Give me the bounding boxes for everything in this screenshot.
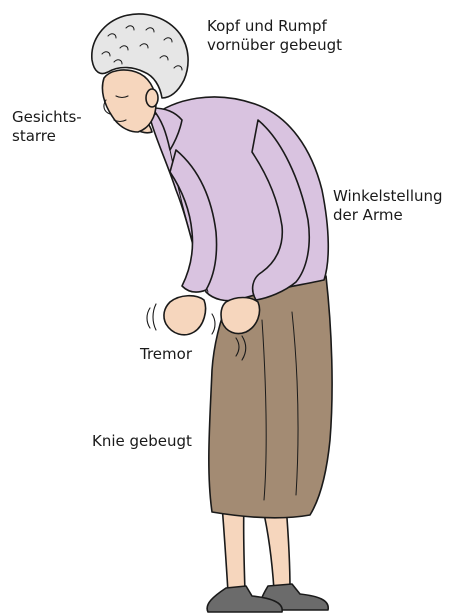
label-knee-text: Knie gebeugt (92, 432, 192, 451)
label-face: Gesichts- starre (12, 108, 82, 146)
label-head-trunk: Kopf und Rumpf vornüber gebeugt (207, 17, 342, 55)
front-hand (164, 296, 206, 335)
label-knee: Knie gebeugt (92, 432, 192, 451)
label-tremor: Tremor (140, 345, 192, 364)
front-leg (222, 505, 245, 592)
tremor-marks-left (147, 304, 156, 330)
label-head-trunk-line2: vornüber gebeugt (207, 36, 342, 55)
label-face-line1: Gesichts- (12, 108, 82, 127)
label-arms-line1: Winkelstellung (333, 187, 443, 206)
ear (146, 89, 158, 107)
label-face-line2: starre (12, 127, 82, 146)
label-tremor-text: Tremor (140, 345, 192, 364)
label-arms: Winkelstellung der Arme (333, 187, 443, 225)
label-head-trunk-line1: Kopf und Rumpf (207, 17, 342, 36)
label-arms-line2: der Arme (333, 206, 443, 225)
